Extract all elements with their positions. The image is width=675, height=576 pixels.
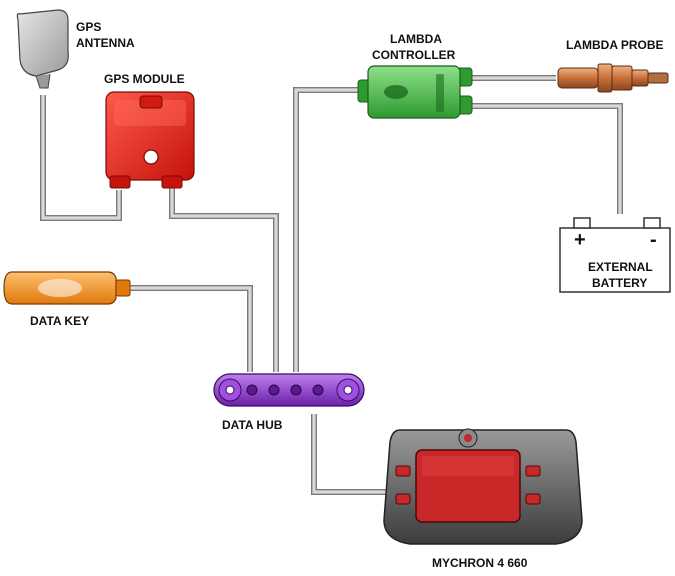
data-hub-label: DATA HUB xyxy=(222,418,283,432)
gps-antenna-label-line2: ANTENNA xyxy=(76,36,135,50)
battery-icon xyxy=(559,217,671,293)
gps-antenna-label-line1: GPS xyxy=(76,20,102,34)
mychron-display-icon xyxy=(383,428,583,545)
cables xyxy=(40,75,623,495)
cable-controller-to-battery xyxy=(472,103,623,214)
cable-gps-module-to-hub xyxy=(169,188,279,372)
lambda-controller-label-line1: LAMBDA xyxy=(390,32,442,46)
cable-data-key-to-hub xyxy=(130,285,253,372)
data-hub-icon xyxy=(213,373,365,407)
cable-controller-to-hub xyxy=(293,87,360,372)
gps-antenna-icon xyxy=(16,9,69,89)
battery-label-line1: EXTERNAL xyxy=(588,260,653,274)
cable-hub-to-mychron xyxy=(311,414,392,495)
mychron-label: MYCHRON 4 660 xyxy=(432,556,528,570)
battery-minus-label: - xyxy=(650,229,657,251)
gps-module-icon xyxy=(105,91,195,189)
battery-label-line2: BATTERY xyxy=(592,276,648,290)
lambda-controller-label-line2: CONTROLLER xyxy=(372,48,456,62)
lambda-controller-icon xyxy=(357,65,473,119)
lambda-probe-icon xyxy=(557,63,669,93)
data-key-label: DATA KEY xyxy=(30,314,90,328)
cable-antenna-to-gps-module xyxy=(40,95,122,221)
gps-module-label: GPS MODULE xyxy=(104,72,185,86)
data-key-icon xyxy=(3,271,131,305)
battery-plus-label: + xyxy=(574,229,586,251)
lambda-probe-label: LAMBDA PROBE xyxy=(566,38,664,52)
